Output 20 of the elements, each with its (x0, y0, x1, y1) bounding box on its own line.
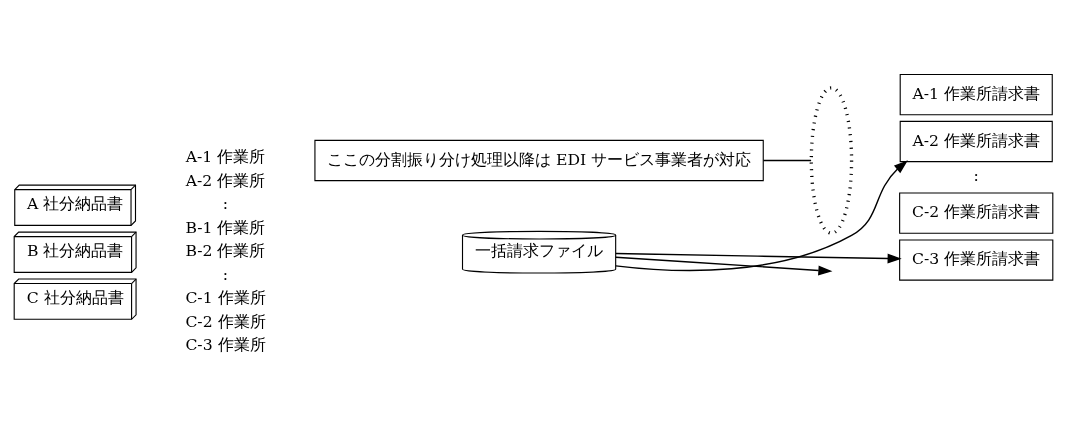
arrow (615, 252, 902, 263)
node-box: C-3 作業所請求書 (899, 238, 1054, 281)
arrow (614, 255, 833, 275)
node-box: A-2 作業所請求書 (899, 120, 1053, 162)
label: C-1 作業所 (185, 287, 266, 307)
arrow (615, 159, 908, 271)
label: A-2 作業所 (185, 170, 266, 190)
label: : (222, 193, 229, 213)
label: A-1 作業所 (185, 146, 266, 166)
label: C-3 作業所 (185, 334, 266, 354)
label: C-2 作業所 (185, 311, 266, 331)
label: B-1 作業所 (185, 217, 266, 237)
connector (762, 159, 812, 161)
node-box: A-1 作業所請求書 (899, 73, 1053, 115)
label: : (973, 165, 979, 185)
label: : (222, 264, 229, 284)
label: B-2 作業所 (185, 240, 266, 260)
node-box: ここの分割振り分け処理以降は EDI サービス事業者が対応 (314, 139, 764, 181)
node-box: C-2 作業所請求書 (899, 191, 1054, 234)
node-ellipse (809, 85, 854, 235)
